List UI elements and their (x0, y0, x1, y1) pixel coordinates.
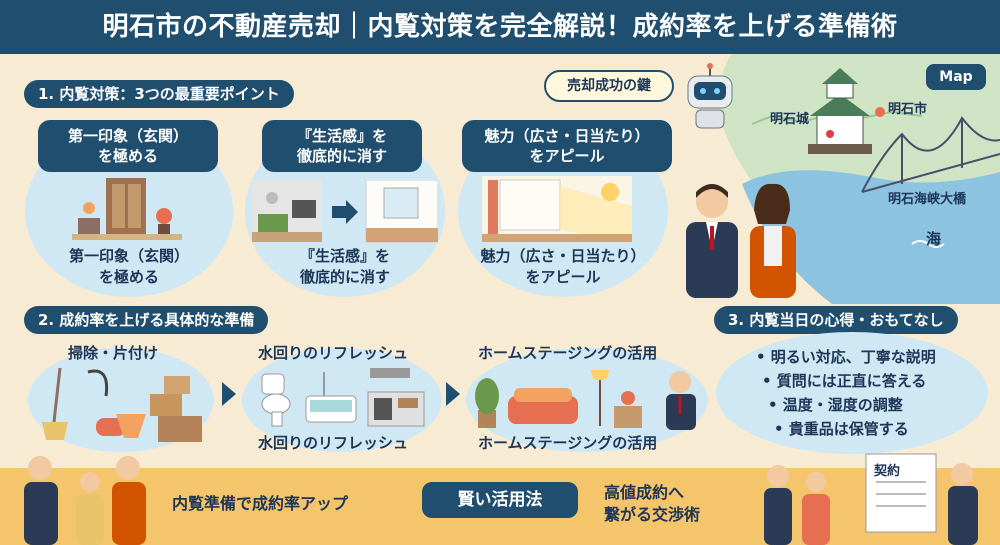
step2-caption: 水回りのリフレッシュ (258, 434, 409, 452)
section1-heading: 1. 内覧対策：3つの最重要ポイント (24, 80, 294, 108)
map-badge: Map (926, 64, 986, 90)
point1-title-line2: を極める (97, 147, 158, 165)
point3-title: 魅力（広さ・日当たり） をアピール (462, 120, 672, 172)
point3-title-line2: をアピール (529, 147, 605, 165)
point3-caption: 魅力（広さ・日当たり） をアピール (468, 246, 658, 288)
map-label-castle: 明石城 (770, 112, 810, 127)
point2-caption-line1: 『生活感』を (299, 247, 390, 265)
clutter-before-after-illustration (252, 180, 438, 243)
sales-agents-illustration (686, 183, 796, 298)
header-bar (0, 0, 1000, 54)
bathroom-kitchen-illustration (261, 368, 425, 427)
point1-caption-line1: 第一印象（玄関） (68, 247, 189, 265)
band-right-line1: 高値成約へ (604, 483, 685, 502)
map-illustration (719, 54, 1000, 304)
speech-bubble: 売却成功の鍵 (544, 70, 674, 102)
band-left-text: 内覧準備で成約率アップ (172, 494, 349, 513)
tip-bullet-4: • 貴重品は保管する (774, 420, 909, 438)
step-arrow-1 (222, 382, 236, 406)
step-arrow-2 (446, 382, 460, 406)
point2-title-line1: 『生活感』を (296, 127, 387, 145)
point2-caption-line2: 徹底的に消す (299, 268, 390, 286)
step1-label: 掃除・片付け (68, 344, 159, 362)
band-right-text: 高値成約へ 繋がる交渉術 (604, 482, 700, 526)
point3-caption-line2: をアピール (525, 268, 601, 286)
entrance-illustration (72, 178, 182, 240)
tip-bullet-2: • 質問には正直に答える (762, 372, 927, 390)
step3-label: ホームステージングの活用 (478, 344, 658, 362)
point3-caption-line1: 魅力（広さ・日当たり） (480, 247, 646, 265)
section2-heading: 2. 成約率を上げる具体的な準備 (24, 306, 269, 334)
band-right-line2: 繋がる交渉術 (604, 505, 701, 524)
tip-bullet-3: • 温度・湿度の調整 (768, 396, 903, 414)
step3-caption: ホームステージングの活用 (478, 434, 658, 452)
point1-caption: 第一印象（玄関） を極める (45, 246, 213, 288)
map-label-sea: 海 (926, 230, 942, 248)
section3-heading: 3. 内覧当日の心得・おもてなし (714, 306, 958, 334)
castle-icon (808, 68, 872, 154)
home-staging-illustration (475, 370, 696, 430)
tip-bullet-1: • 明るい対応、丁寧な説明 (756, 348, 936, 366)
map-label-city: 明石市 (888, 102, 928, 117)
page-title: 明石市の不動産売却｜内覧対策を完全解説！成約率を上げる準備術 (102, 12, 898, 42)
cleaning-illustration (42, 367, 202, 442)
section3-circle (716, 332, 988, 454)
map-label-bridge: 明石海峡大橋 (888, 192, 967, 207)
contract-handshake-illustration (764, 453, 978, 545)
contract-label: 契約 (874, 464, 901, 479)
point3-title-line1: 魅力（広さ・日当たり） (484, 127, 650, 145)
step2-label: 水回りのリフレッシュ (258, 344, 409, 362)
robot-icon (687, 63, 733, 129)
bridge-icon (861, 116, 1000, 193)
center-pill: 賢い活用法 (422, 482, 578, 518)
sunny-room-illustration (482, 176, 632, 242)
family-handshake-illustration (24, 456, 146, 545)
point2-title-line2: 徹底的に消す (296, 147, 387, 165)
point2-caption: 『生活感』を 徹底的に消す (265, 246, 425, 288)
point1-title-line1: 第一印象（玄関） (67, 127, 188, 145)
point1-title: 第一印象（玄関） を極める (38, 120, 218, 172)
point1-caption-line2: を極める (98, 268, 159, 286)
point2-title: 『生活感』を 徹底的に消す (262, 120, 422, 172)
